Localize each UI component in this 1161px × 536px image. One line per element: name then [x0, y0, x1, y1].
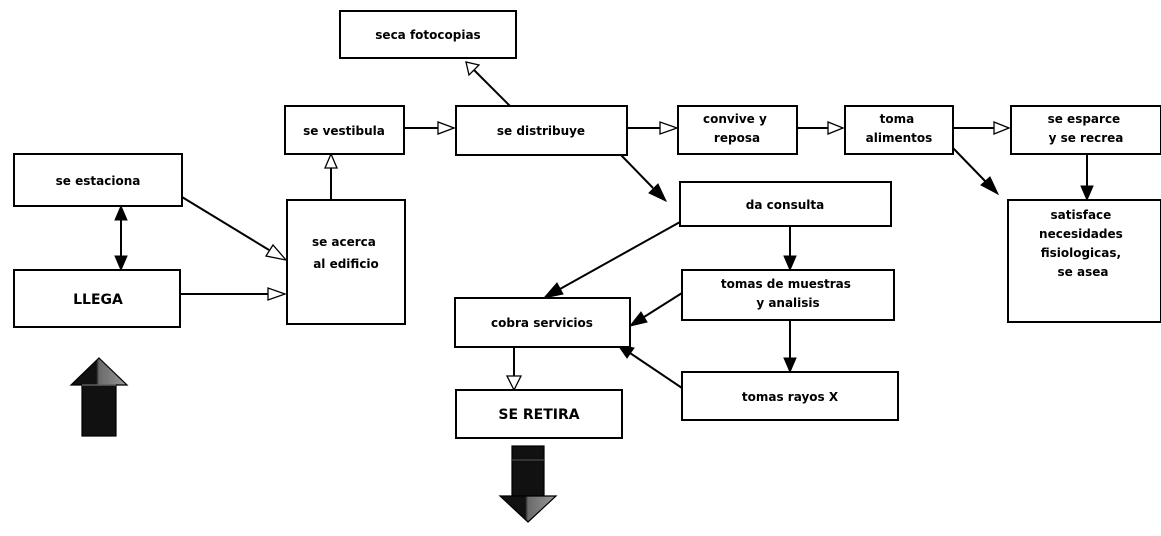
box-label: seca fotocopias — [375, 28, 480, 42]
box-da-consulta: da consulta — [679, 181, 892, 227]
box-label: LLEGA — [73, 292, 123, 308]
box-label: se distribuye — [497, 124, 585, 138]
box-tomas-rayos: tomas rayos X — [681, 371, 899, 421]
box-label: toma alimentos — [866, 112, 933, 145]
arrowhead-icon — [114, 255, 128, 272]
open-arrowhead-icon — [659, 121, 679, 135]
arrowhead-icon — [628, 311, 648, 327]
box-se-retira: SE RETIRA — [455, 389, 623, 439]
box-llega: LLEGA — [13, 269, 181, 328]
connectors — [120, 61, 1088, 389]
arrowhead-icon — [980, 176, 1000, 196]
arrowhead-icon — [783, 357, 797, 374]
box-label: tomas rayos X — [742, 390, 839, 404]
entry-arrow-icon — [69, 357, 129, 437]
box-tomas-muestras: tomas de muestras y analisis — [681, 269, 895, 321]
open-arrowhead-icon — [465, 61, 481, 77]
arrowhead-icon — [1080, 185, 1094, 202]
box-label: da consulta — [746, 198, 824, 212]
arrowhead-icon — [542, 282, 564, 299]
open-arrowhead-icon — [993, 121, 1011, 135]
box-label: se estaciona — [56, 174, 141, 188]
arrowhead-icon — [648, 183, 668, 203]
box-se-acerca: se acerca al edificio — [286, 199, 406, 325]
box-se-esparce: se esparce y se recrea — [1010, 105, 1161, 155]
open-arrowhead-icon — [827, 121, 845, 135]
edge-distribuye-consulta — [619, 153, 654, 189]
edge-consulta-cobra — [559, 221, 681, 290]
box-label: se acerca al edificio — [312, 235, 380, 271]
open-arrowhead-icon — [505, 375, 523, 392]
open-arrowhead-icon — [267, 287, 287, 301]
box-label: tomas de muestras y analisis — [721, 277, 855, 310]
box-label: cobra servicios — [491, 316, 593, 330]
box-satisface: satisface necesidades fisiologicas, se a… — [1007, 199, 1161, 323]
box-toma-alimentos: toma alimentos — [844, 105, 954, 155]
open-arrowhead-icon — [437, 121, 456, 135]
exit-arrow-icon — [498, 445, 558, 523]
arrowhead-icon — [114, 204, 128, 221]
box-se-vestibula: se vestibula — [284, 105, 405, 155]
edge-estaciona-acerca — [181, 196, 270, 251]
box-label: se esparce y se recrea — [1048, 112, 1125, 145]
box-label: se vestibula — [303, 124, 385, 138]
edge-toma-satisface — [952, 147, 986, 182]
open-arrowhead-icon — [324, 152, 338, 169]
arrowhead-icon — [783, 255, 797, 272]
box-label: SE RETIRA — [498, 407, 579, 423]
box-se-estaciona: se estaciona — [13, 153, 183, 207]
box-se-distribuye: se distribuye — [455, 105, 628, 156]
arrow-heads — [114, 61, 1094, 392]
edge-rayos-cobra — [629, 352, 683, 389]
edge-muestras-cobra — [643, 292, 683, 318]
box-label: satisface necesidades fisiologicas, se a… — [1039, 208, 1127, 279]
box-seca-fotocopias: seca fotocopias — [339, 10, 517, 59]
open-arrowhead-icon — [264, 243, 288, 262]
box-cobra-servicios: cobra servicios — [454, 297, 631, 348]
box-label: convive y reposa — [703, 112, 771, 145]
box-convive-reposa: convive y reposa — [677, 105, 798, 155]
